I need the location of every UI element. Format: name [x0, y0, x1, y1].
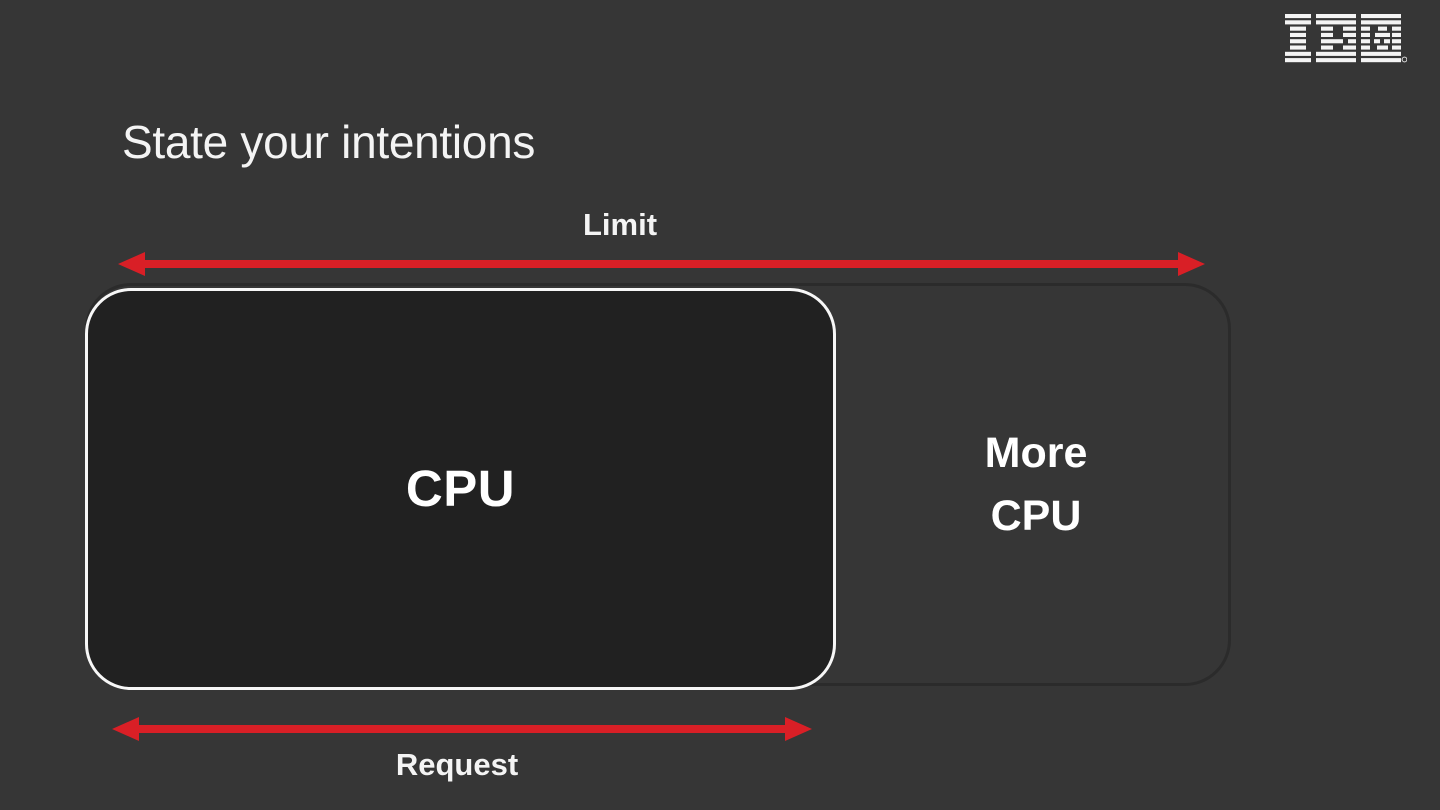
page-title: State your intentions — [122, 116, 536, 168]
request-box-label: CPU — [405, 460, 516, 518]
limit-arrow-icon — [118, 252, 1205, 276]
limit-box-label: More CPU — [984, 428, 1088, 540]
request-arrow-label: Request — [395, 747, 519, 782]
request-arrow-icon — [112, 717, 812, 741]
ibm-logo-icon — [1285, 14, 1408, 63]
request-box: CPU — [85, 288, 836, 690]
limit-arrow-label: Limit — [582, 207, 658, 242]
